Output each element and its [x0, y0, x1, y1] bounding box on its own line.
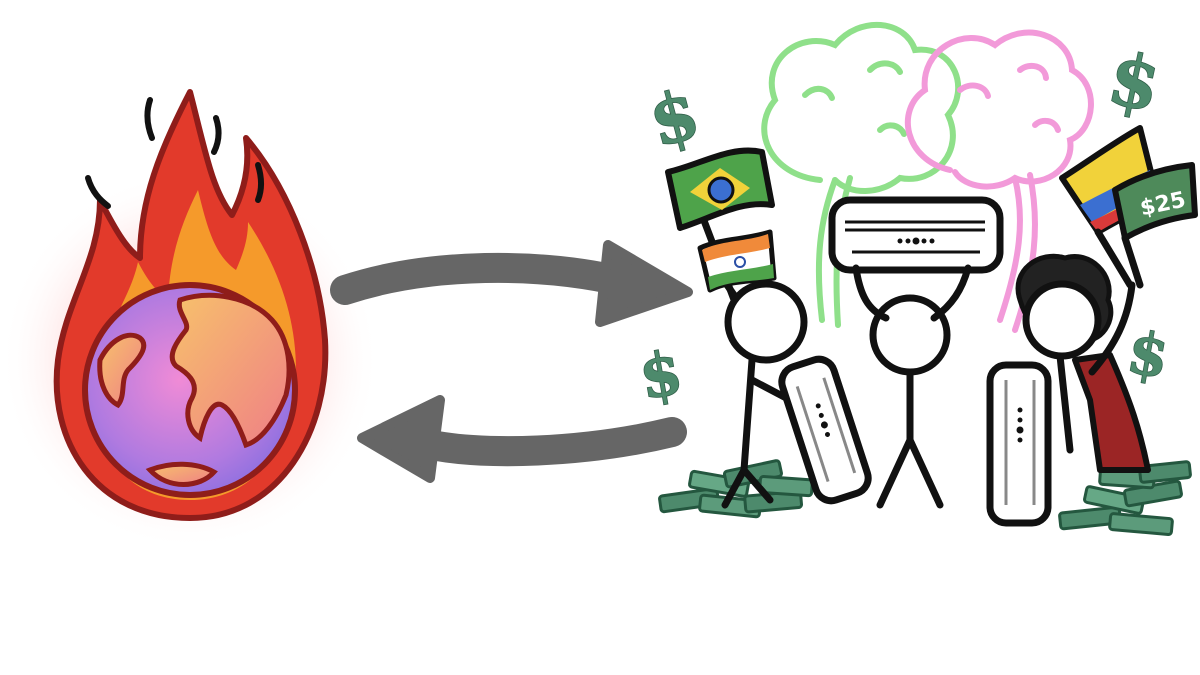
burning-earth — [0, 89, 380, 550]
people-scene: $ $ $ $ — [634, 21, 1198, 537]
right-arrow — [330, 240, 693, 327]
portable-air-conditioner-left — [778, 355, 872, 505]
money-pile-right — [1058, 460, 1192, 537]
continent-bottom — [145, 461, 218, 487]
flame-streaks — [85, 97, 264, 209]
dollar-sign-4: $ — [1122, 318, 1174, 392]
person-left — [696, 206, 808, 509]
dollar-sign-2: $ — [634, 338, 687, 414]
left-arrow — [357, 395, 687, 483]
person-right — [1015, 253, 1151, 473]
flag-india — [697, 229, 777, 293]
portable-air-conditioner-right — [986, 361, 1052, 527]
flag-brazil — [665, 147, 775, 231]
dollar-sign-1: $ — [641, 74, 707, 164]
continent-right — [169, 292, 292, 449]
flag-saudi-arabia: $25 — [1112, 162, 1198, 289]
dollar-sign-3: $ — [1101, 35, 1168, 129]
green-thought-cloud — [761, 21, 962, 328]
person-middle — [852, 264, 972, 509]
continent-left — [97, 332, 147, 409]
wall-air-conditioner — [828, 196, 1004, 274]
